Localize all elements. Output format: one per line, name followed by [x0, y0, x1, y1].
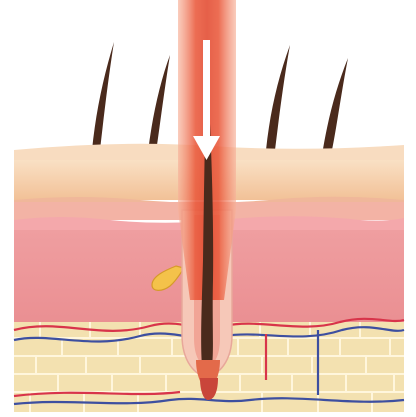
skin-cross-section: [0, 0, 416, 417]
hair-removal-diagram: [0, 0, 416, 417]
